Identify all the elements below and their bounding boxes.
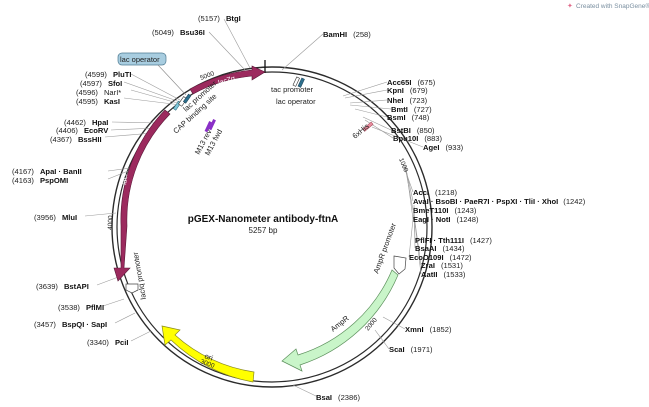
site-bsmi[interactable]: BsmI(748)	[387, 113, 430, 122]
plasmid-name: pGEX-Nanometer antibody-ftnA	[188, 214, 339, 225]
site-pspomi[interactable]: (4163)PspOMI	[12, 176, 68, 185]
tick-3000: 3000	[199, 358, 215, 370]
ori-arrow[interactable]	[161, 325, 255, 383]
laciq-promoter-label: lacIq promoter	[131, 251, 148, 300]
site-eagi[interactable]: EagI · NotI(1248)	[413, 215, 479, 224]
site-acci[interactable]: AccI(1218)	[413, 188, 457, 197]
ampr-promoter-arrow[interactable]	[393, 255, 407, 275]
backbone-inner	[116, 71, 428, 383]
site-pluti[interactable]: (4599)PluTI	[85, 70, 132, 79]
site-eco0109i[interactable]: EcoO109I(1472)	[409, 253, 472, 262]
site-avai[interactable]: AvaI · BsoBI · PaeR7I · PspXI · TliI · X…	[413, 197, 586, 206]
plasmid-size: 5257 bp	[249, 226, 278, 235]
site-acc65i[interactable]: Acc65I(675)	[387, 78, 436, 87]
site-bpu10i[interactable]: Bpu10I(883)	[393, 134, 443, 143]
site-bsai[interactable]: BsaI(2386)	[316, 393, 360, 402]
site-sfoi[interactable]: (4597)SfoI	[80, 79, 122, 88]
snapgene-icon: ✦	[567, 2, 573, 10]
site-nhei[interactable]: NheI(723)	[387, 96, 428, 105]
site-hpai[interactable]: (4462)HpaI	[64, 118, 108, 127]
lac-operator-box[interactable]	[117, 52, 167, 66]
site-ecorv[interactable]: (4406)EcoRV	[56, 126, 109, 135]
site-pflfi[interactable]: PflFI · Tth111I(1427)	[415, 236, 492, 245]
sixhis-label: 6xHis	[351, 121, 371, 140]
site-mlui[interactable]: (3956)MluI	[34, 213, 77, 222]
lac-operator-leader	[157, 64, 187, 96]
site-bsshii[interactable]: (4367)BssHII	[50, 135, 102, 144]
site-bmti[interactable]: BmtI(727)	[391, 105, 432, 114]
site-pcii[interactable]: (3340)PciI	[87, 338, 128, 347]
site-scai[interactable]: ScaI(1971)	[389, 345, 433, 354]
site-bstbi[interactable]: BstBI(850)	[391, 126, 435, 135]
site-bstapi[interactable]: (3639)BstAPI	[36, 282, 89, 291]
tick-5000: 5000	[199, 70, 215, 82]
lacz-alpha-label: lacZα	[218, 75, 237, 87]
site-pflmi[interactable]: (3538)PflMI	[58, 303, 104, 312]
ori-label: ori	[203, 351, 214, 362]
site-bmet110i[interactable]: BmeT110I(1243)	[413, 206, 477, 215]
lac-operator-box-label: lac operator	[120, 55, 160, 64]
site-agei[interactable]: AgeI(933)	[423, 143, 464, 152]
site-bsu36i[interactable]: (5049)Bsu36I	[152, 28, 205, 37]
ampr-arrow[interactable]	[281, 269, 399, 372]
site-kpni[interactable]: KpnI(679)	[387, 86, 428, 95]
tac-operator-mark[interactable]	[297, 77, 305, 88]
site-aatii[interactable]: AatII(1533)	[421, 270, 466, 279]
sixhis-tag[interactable]	[362, 121, 374, 132]
tac-promoter-label: tac promoter	[271, 85, 314, 94]
site-xmni[interactable]: XmnI(1852)	[405, 325, 452, 334]
laci-arrow[interactable]	[113, 109, 171, 282]
site-kasi[interactable]: (4595)KasI	[76, 97, 120, 106]
laci-label: lacI	[121, 173, 129, 185]
tac-promoter-mark[interactable]	[292, 76, 300, 87]
site-bsaai[interactable]: BsaAI(1434)	[415, 244, 465, 253]
credit-text: Created with SnapGene®	[576, 2, 649, 10]
lac-operator-mark[interactable]	[182, 93, 192, 104]
backbone-outer	[111, 66, 433, 388]
m13-rev-primer[interactable]	[204, 121, 212, 133]
leader-lines	[84, 18, 424, 398]
site-apai[interactable]: (4167)ApaI · BanII	[12, 167, 82, 176]
site-btgi[interactable]: (5157)BtgI	[198, 14, 241, 23]
site-bspqi[interactable]: (3457)BspQI · SapI	[34, 320, 107, 329]
tac-operator-label: lac operator	[276, 97, 316, 106]
tick-4000: 4000	[107, 215, 115, 230]
site-nari[interactable]: (4596)NarI*	[76, 88, 121, 97]
m13-fwd-primer[interactable]	[208, 119, 216, 131]
lacz-alpha-arrow[interactable]	[189, 65, 266, 95]
tick-1000: 1000	[397, 157, 409, 173]
site-zrai[interactable]: ZraI(1531)	[421, 261, 463, 270]
site-bamhi[interactable]: BamHI(258)	[323, 30, 371, 39]
laciq-promoter-arrow[interactable]	[125, 283, 139, 294]
